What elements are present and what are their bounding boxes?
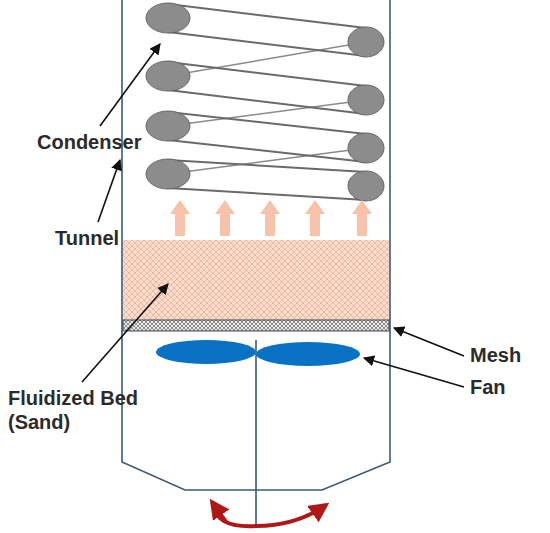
sand-bed xyxy=(123,240,389,320)
part-label: Mesh xyxy=(470,343,545,367)
rotation-arrow xyxy=(215,505,326,526)
part-label: Fan xyxy=(470,375,545,399)
fan-blade xyxy=(256,342,360,366)
fan-blade xyxy=(156,340,256,364)
part-label: Condenser xyxy=(37,130,187,154)
heat-arrow xyxy=(170,200,372,236)
leader-line xyxy=(82,44,464,387)
mesh-layer xyxy=(123,320,389,331)
condenser-coil xyxy=(146,3,384,201)
part-label: Fluidized Bed (Sand) xyxy=(8,386,158,434)
part-label: Tunnel xyxy=(55,226,175,250)
rotation-arrow xyxy=(212,502,226,522)
fan-shaft xyxy=(255,340,257,528)
